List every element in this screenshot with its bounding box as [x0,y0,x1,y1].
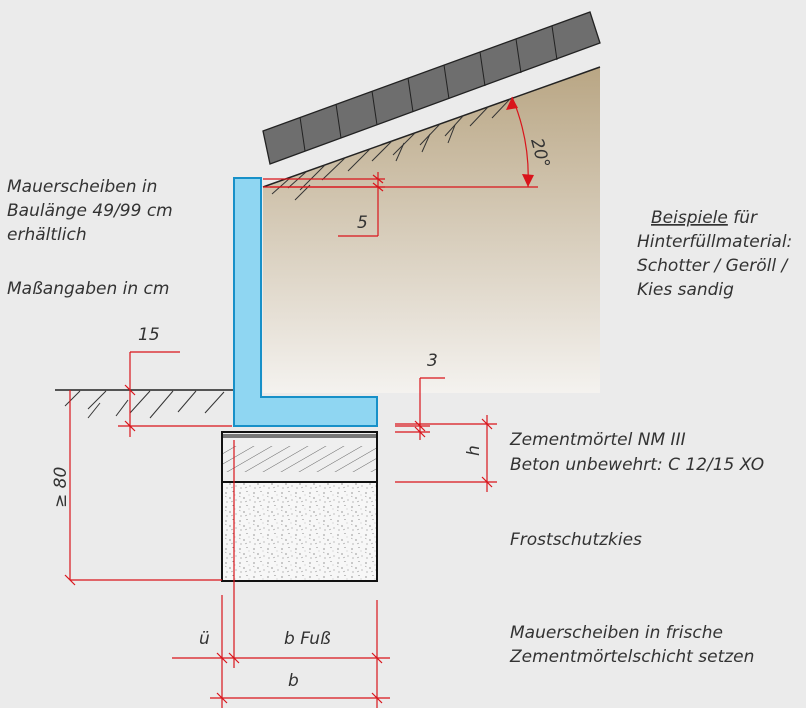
units-note: Maßangaben in cm [7,279,169,299]
h-label: h [464,445,484,456]
gravel-label: Frostschutzkies [510,530,642,550]
note-line-2: Baulänge 49/99 cm [7,201,173,221]
dimension-lines [64,96,538,708]
ground-cover-label: 15 [138,325,160,345]
note-line-1: Mauerscheiben in [7,177,157,197]
backfill-soil [263,67,600,393]
paving-slabs [262,11,601,165]
b-foot-label: b Fuß [284,629,331,649]
backfill-heading: Beispiele für [651,208,758,228]
depth-label: ≥ 80 [51,467,71,508]
backfill-heading-underlined: Beispiele [651,208,728,228]
backfill-line-2: Hinterfüllmaterial: [637,232,792,252]
offset-top-label: 5 [357,213,368,233]
slope-line [262,66,601,188]
backfill-line-3: Schotter / Geröll / [637,256,790,276]
backfill-line-4: Kies sandig [637,280,734,300]
instruction-line-1: Mauerscheiben in frische [510,623,723,643]
angle-arrow-bottom [522,174,534,187]
instruction-line-2: Zementmörtelschicht setzen [509,647,754,667]
overhang-label: ü [199,629,210,649]
b-label: b [288,671,299,691]
angle-arrow-top [506,97,518,110]
mortar-label: Zementmörtel NM III [509,430,686,450]
concrete-label: Beton unbewehrt: C 12/15 XO [510,455,764,475]
backfill-heading-suffix: für [728,208,758,228]
ground-hatching [64,390,225,419]
gap-label: 3 [427,351,438,371]
note-line-3: erhältlich [7,225,87,245]
l-wall [233,177,378,427]
